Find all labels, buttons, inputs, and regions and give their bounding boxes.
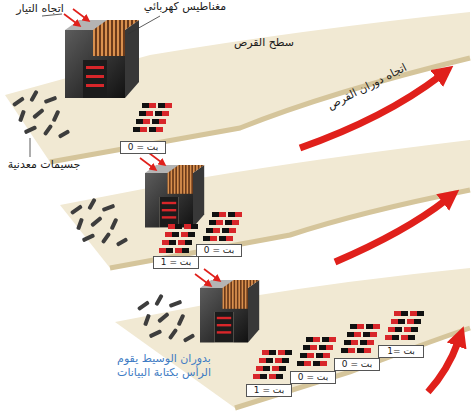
electromagnet-head xyxy=(65,20,139,98)
bit-label: بت = 0 xyxy=(334,358,380,371)
bit-label: بت = 0 xyxy=(120,141,166,154)
leader-line xyxy=(128,16,160,34)
bit-label: بت = 0 xyxy=(290,371,336,384)
bit-cell xyxy=(203,212,242,241)
current-arrows xyxy=(195,269,216,283)
bit-cell xyxy=(385,311,424,340)
bit-label: بت = 1 xyxy=(153,256,199,269)
part-name: مغناطيس كهربائي xyxy=(130,0,240,13)
electromagnet-head xyxy=(145,165,204,227)
part-name: جسيمات معدنية xyxy=(0,158,88,171)
metal-particles xyxy=(137,294,195,343)
panel-3 xyxy=(115,268,470,408)
leader-line xyxy=(30,138,31,157)
bit-label: بت = 0 xyxy=(196,244,242,257)
bit-cell xyxy=(253,350,292,379)
bit-cell xyxy=(159,224,198,253)
bit-cell xyxy=(133,103,172,132)
disk-surface xyxy=(60,140,470,268)
rotation-arrow xyxy=(428,342,458,392)
part-name: اتجاه التيار xyxy=(0,2,80,15)
bit-label: بت = 1 xyxy=(246,384,292,397)
bit-label: بت =1 xyxy=(378,345,424,358)
caption-note: بدوران الوسيط يقوم الرأس بكتابة البيانات xyxy=(110,352,218,380)
metal-particles xyxy=(12,90,70,139)
metal-particles xyxy=(70,198,128,247)
disk-surface xyxy=(5,12,470,162)
electromagnet-head xyxy=(200,280,259,342)
disk-surface xyxy=(115,268,470,408)
current-arrows xyxy=(64,9,85,23)
panel-2 xyxy=(60,140,470,268)
bit-cell xyxy=(341,324,380,353)
rotation-arrow xyxy=(335,200,446,262)
current-arrows xyxy=(140,153,161,167)
part-name: سطح القرص xyxy=(222,36,306,49)
panel-1 xyxy=(5,9,470,162)
bit-cell xyxy=(297,337,336,366)
